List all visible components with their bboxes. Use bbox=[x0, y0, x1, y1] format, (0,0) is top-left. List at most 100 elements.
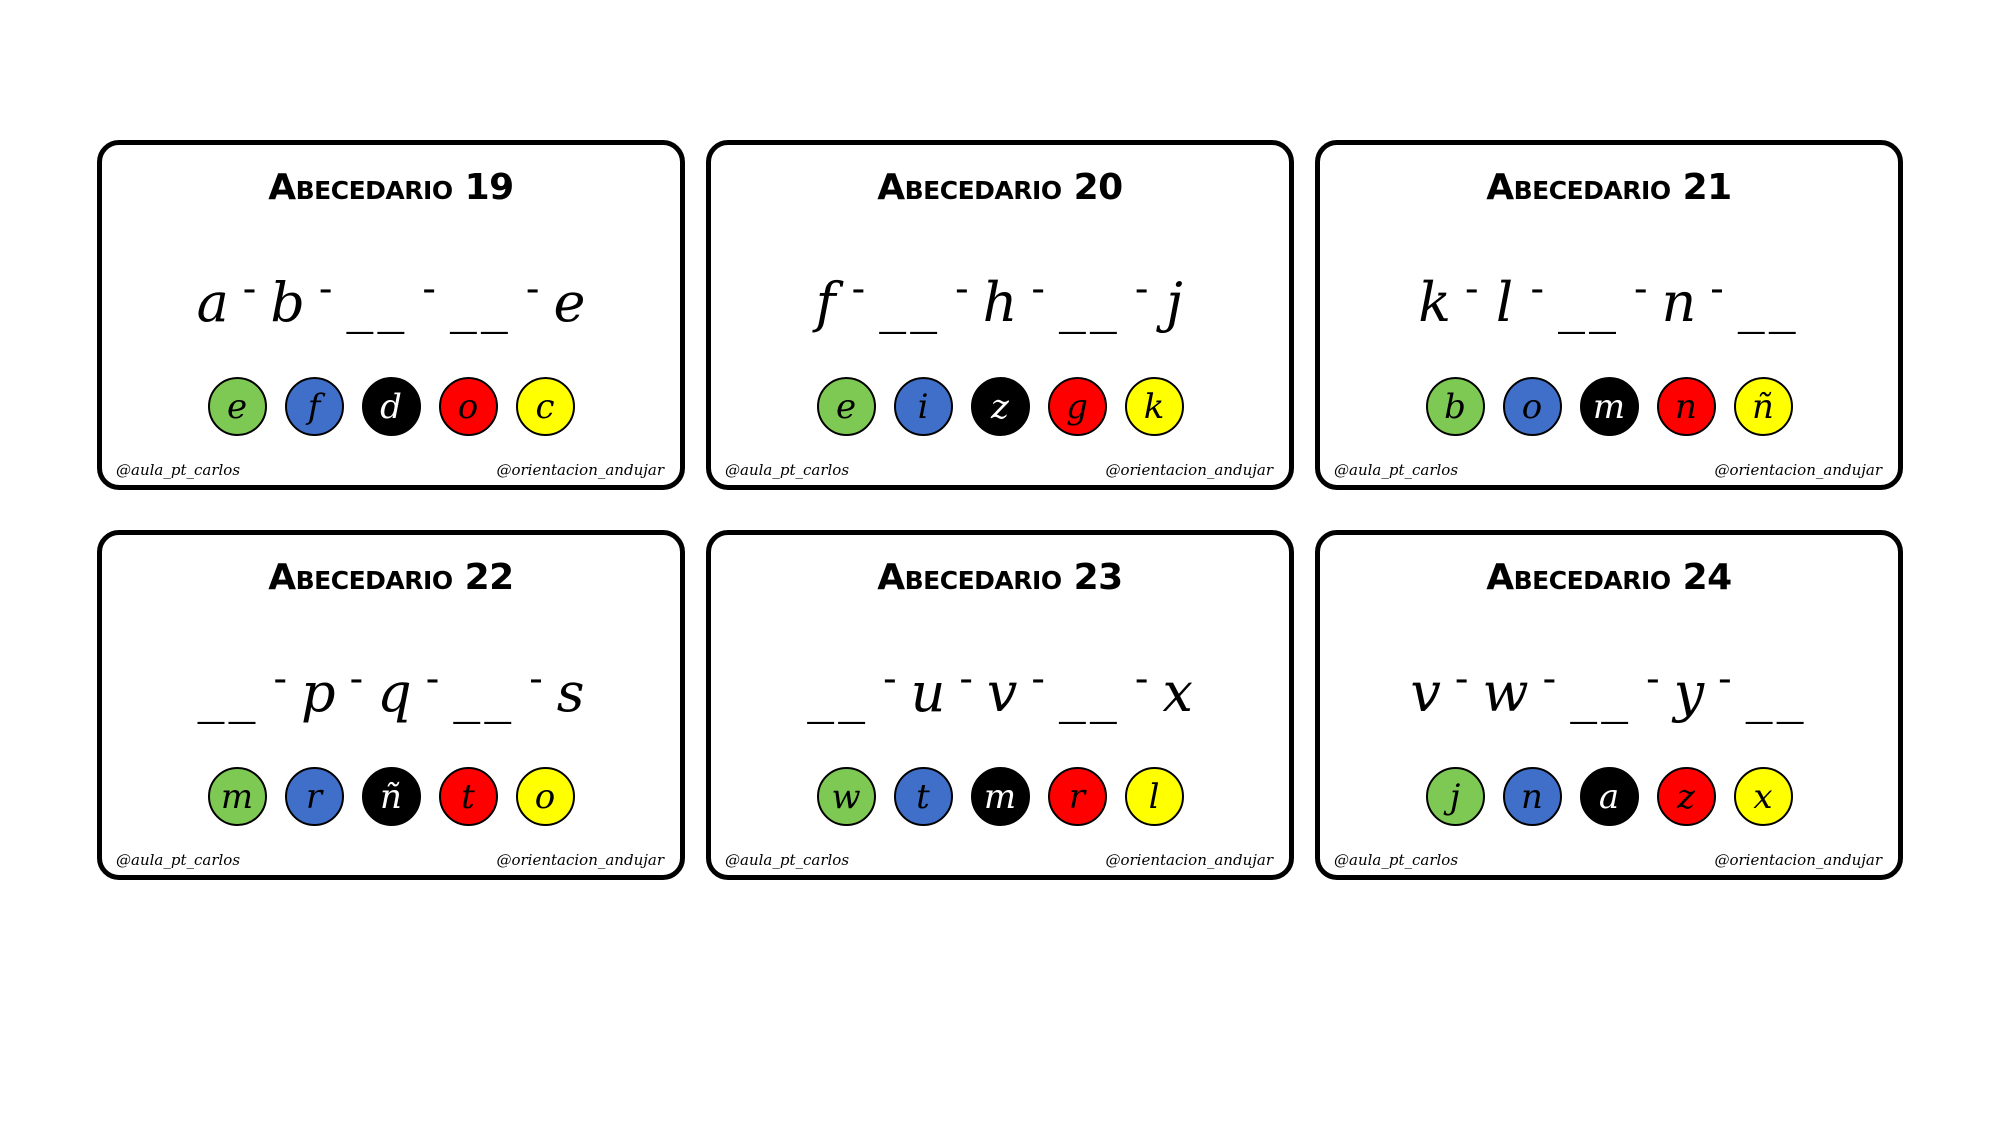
letter-sequence: v - w - __ - y - __ bbox=[1320, 653, 1898, 723]
sequence-letter: j bbox=[1166, 271, 1183, 334]
sequence-dash: - bbox=[1646, 656, 1660, 702]
card-title: Abecedario 19 bbox=[268, 167, 514, 208]
sequence-letter: w bbox=[1482, 661, 1529, 724]
sequence-dash: - bbox=[1454, 656, 1469, 702]
letter-option-green[interactable]: e bbox=[816, 377, 876, 436]
letter-option-red[interactable]: n bbox=[1656, 377, 1716, 436]
sequence-letter: e bbox=[553, 271, 586, 334]
sequence-dash: - bbox=[1710, 266, 1724, 312]
letter-sequence: __ - p - q - __ - s bbox=[102, 653, 680, 723]
sequence-dash: - bbox=[959, 656, 973, 702]
credit-left: @aula_pt_carlos bbox=[1334, 851, 1459, 869]
letter-option-black[interactable]: z bbox=[970, 377, 1030, 436]
card-abecedario-19: Abecedario 19 a - b - __ - __ - e e f d … bbox=[97, 140, 685, 490]
sequence-dash: - bbox=[318, 266, 333, 312]
sequence-letter: q bbox=[377, 661, 412, 724]
letter-option-yellow[interactable]: c bbox=[515, 377, 575, 436]
credit-left: @aula_pt_carlos bbox=[725, 461, 850, 479]
sequence-letter: x bbox=[1162, 661, 1193, 724]
letter-options: j n a z x bbox=[1320, 767, 1898, 826]
letter-option-red[interactable]: g bbox=[1047, 377, 1107, 436]
letter-options: e i z g k bbox=[711, 377, 1289, 436]
sequence-dash: - bbox=[1134, 266, 1149, 312]
letter-option-blue[interactable]: n bbox=[1502, 767, 1562, 826]
credit-left: @aula_pt_carlos bbox=[116, 461, 241, 479]
sequence-dash: - bbox=[883, 656, 897, 702]
sequence-dash: - bbox=[1031, 266, 1045, 312]
letter-option-yellow[interactable]: l bbox=[1124, 767, 1184, 826]
card-title: Abecedario 20 bbox=[877, 167, 1123, 208]
sequence-dash: - bbox=[529, 656, 543, 702]
credit-right: @orientacion_andujar bbox=[1105, 461, 1273, 479]
sequence-letter: k bbox=[1418, 271, 1451, 334]
sequence-dash: - bbox=[349, 656, 364, 702]
credit-right: @orientacion_andujar bbox=[1714, 851, 1882, 869]
sequence-dash: - bbox=[955, 266, 969, 312]
sequence-letter: u bbox=[910, 661, 946, 724]
sequence-dash: - bbox=[1718, 656, 1732, 702]
sequence-letter: a bbox=[196, 271, 229, 334]
letter-option-blue[interactable]: f bbox=[284, 377, 344, 436]
sequence-blank[interactable]: __ bbox=[807, 661, 870, 724]
sequence-blank[interactable]: __ bbox=[879, 271, 942, 334]
sequence-dash: - bbox=[1464, 266, 1479, 312]
letter-option-green[interactable]: w bbox=[816, 767, 876, 826]
letter-option-red[interactable]: o bbox=[438, 377, 498, 436]
letter-option-green[interactable]: e bbox=[207, 377, 267, 436]
sequence-letter: v bbox=[1410, 661, 1441, 724]
sequence-blank[interactable]: __ bbox=[1737, 271, 1800, 334]
sequence-letter: s bbox=[556, 661, 585, 724]
letter-options: w t m r l bbox=[711, 767, 1289, 826]
sequence-blank[interactable]: __ bbox=[1058, 661, 1121, 724]
credit-right: @orientacion_andujar bbox=[496, 851, 664, 869]
letter-option-red[interactable]: z bbox=[1656, 767, 1716, 826]
sequence-dash: - bbox=[851, 266, 866, 312]
sequence-blank[interactable]: __ bbox=[1745, 661, 1808, 724]
sequence-letter: p bbox=[301, 661, 336, 724]
letter-option-green[interactable]: b bbox=[1425, 377, 1485, 436]
letter-option-green[interactable]: m bbox=[207, 767, 267, 826]
letter-option-black[interactable]: m bbox=[970, 767, 1030, 826]
sequence-dash: - bbox=[1031, 656, 1045, 702]
letter-option-yellow[interactable]: x bbox=[1733, 767, 1793, 826]
letter-option-yellow[interactable]: ñ bbox=[1733, 377, 1793, 436]
letter-sequence: f - __ - h - __ - j bbox=[711, 263, 1289, 333]
letter-option-yellow[interactable]: o bbox=[515, 767, 575, 826]
credit-left: @aula_pt_carlos bbox=[1334, 461, 1459, 479]
card-abecedario-21: Abecedario 21 k - l - __ - n - __ b o m … bbox=[1315, 140, 1903, 490]
letter-sequence: k - l - __ - n - __ bbox=[1320, 263, 1898, 333]
letter-option-black[interactable]: m bbox=[1579, 377, 1639, 436]
sequence-blank[interactable]: __ bbox=[453, 661, 516, 724]
sequence-letter: f bbox=[815, 271, 836, 334]
letter-options: e f d o c bbox=[102, 377, 680, 436]
sequence-blank[interactable]: __ bbox=[1570, 661, 1633, 724]
letter-option-blue[interactable]: i bbox=[893, 377, 953, 436]
letter-option-blue[interactable]: t bbox=[893, 767, 953, 826]
letter-option-red[interactable]: t bbox=[438, 767, 498, 826]
letter-option-black[interactable]: ñ bbox=[361, 767, 421, 826]
letter-option-black[interactable]: d bbox=[361, 377, 421, 436]
sequence-letter: h bbox=[982, 271, 1018, 334]
letter-option-blue[interactable]: r bbox=[284, 767, 344, 826]
card-abecedario-24: Abecedario 24 v - w - __ - y - __ j n a … bbox=[1315, 530, 1903, 880]
sequence-letter: n bbox=[1661, 271, 1697, 334]
card-title: Abecedario 24 bbox=[1486, 557, 1732, 598]
sequence-blank[interactable]: __ bbox=[449, 271, 512, 334]
letter-option-blue[interactable]: o bbox=[1502, 377, 1562, 436]
credit-left: @aula_pt_carlos bbox=[116, 851, 241, 869]
sequence-letter: v bbox=[986, 661, 1018, 724]
card-title: Abecedario 23 bbox=[877, 557, 1123, 598]
letter-option-black[interactable]: a bbox=[1579, 767, 1639, 826]
letter-option-green[interactable]: j bbox=[1425, 767, 1485, 826]
sequence-blank[interactable]: __ bbox=[1557, 271, 1620, 334]
sequence-blank[interactable]: __ bbox=[346, 271, 409, 334]
card-title: Abecedario 21 bbox=[1486, 167, 1732, 208]
sequence-dash: - bbox=[425, 656, 440, 702]
sequence-dash: - bbox=[1530, 266, 1544, 312]
letter-option-red[interactable]: r bbox=[1047, 767, 1107, 826]
sequence-blank[interactable]: __ bbox=[1058, 271, 1121, 334]
sequence-blank[interactable]: __ bbox=[197, 661, 260, 724]
sequence-dash: - bbox=[422, 266, 436, 312]
letter-option-yellow[interactable]: k bbox=[1124, 377, 1184, 436]
card-abecedario-23: Abecedario 23 __ - u - v - __ - x w t m … bbox=[706, 530, 1294, 880]
